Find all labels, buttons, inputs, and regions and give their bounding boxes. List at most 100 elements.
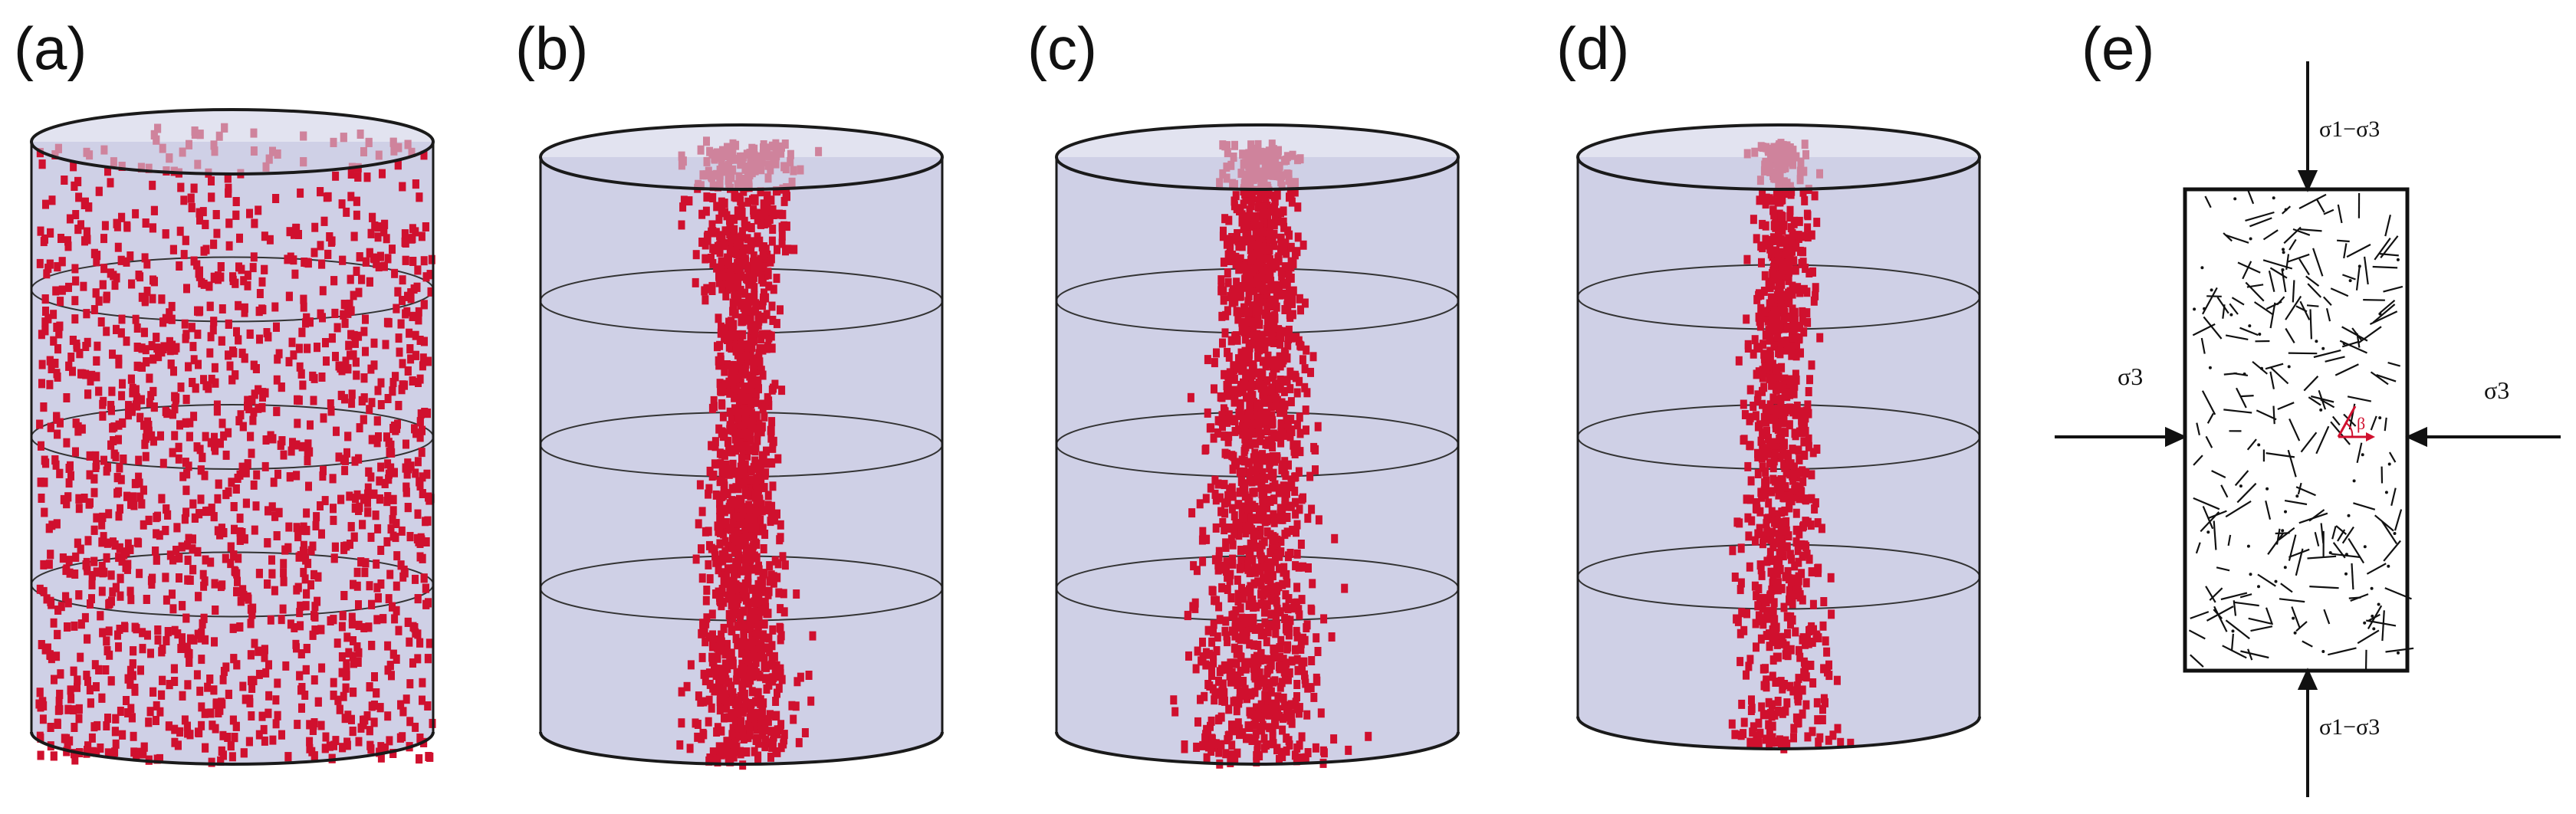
- crack-particle: [246, 208, 253, 218]
- crack-particle: [678, 220, 685, 230]
- crack-particle: [107, 676, 115, 686]
- crack-particle: [88, 571, 96, 581]
- crack-particle: [247, 650, 255, 660]
- crack-particle: [335, 452, 343, 462]
- crack-particle: [70, 162, 77, 172]
- crack-particle: [225, 350, 232, 360]
- crack-particle: [1270, 644, 1277, 654]
- crack-particle: [721, 226, 729, 236]
- crack-particle: [83, 309, 90, 319]
- crack-particle: [728, 711, 735, 720]
- crack-particle: [284, 543, 292, 553]
- crack-particle: [389, 749, 397, 758]
- crack-particle: [255, 569, 263, 579]
- crack-particle: [200, 375, 207, 385]
- crack-particle: [235, 300, 242, 310]
- crack-particle: [759, 253, 767, 263]
- crack-particle: [328, 333, 336, 343]
- crack-particle: [145, 515, 153, 525]
- crack-particle: [1276, 563, 1283, 573]
- crack-particle: [78, 424, 86, 434]
- crack-particle: [1253, 602, 1260, 612]
- crack-particle: [757, 274, 765, 284]
- crack-particle: [738, 648, 745, 658]
- crack-particle: [406, 328, 413, 338]
- crack-particle: [177, 382, 185, 392]
- crack-particle: [47, 723, 54, 732]
- crack-particle: [734, 728, 741, 738]
- crack-particle: [695, 519, 702, 529]
- crack-particle: [760, 455, 767, 464]
- crack-particle: [50, 618, 58, 628]
- crack-particle: [718, 257, 725, 267]
- crack-particle: [1303, 425, 1309, 435]
- crack-particle: [43, 269, 51, 279]
- crack-particle: [1292, 497, 1299, 507]
- crack-particle: [330, 553, 338, 563]
- crack-particle: [1207, 483, 1214, 493]
- crack-particle: [131, 622, 139, 632]
- crack-particle: [709, 747, 717, 757]
- crack-particle: [1298, 732, 1306, 742]
- crack-particle: [162, 313, 169, 323]
- crack-particle: [1303, 710, 1311, 720]
- crack-particle: [355, 600, 362, 610]
- crack-particle: [119, 379, 126, 389]
- crack-particle: [1286, 549, 1294, 558]
- crack-particle: [204, 682, 212, 692]
- crack-particle: [1271, 715, 1278, 725]
- crack-particle: [209, 720, 216, 730]
- crack-particle: [111, 727, 119, 737]
- crack-particle: [744, 263, 751, 273]
- crack-particle: [679, 202, 687, 212]
- crack-particle: [737, 300, 744, 310]
- crack-particle: [1267, 592, 1275, 602]
- crack-particle: [746, 430, 754, 440]
- crack-particle: [1280, 222, 1288, 232]
- crack-particle: [38, 359, 46, 369]
- crack-particle: [306, 447, 314, 457]
- crack-particle: [264, 506, 271, 516]
- crack-particle: [232, 484, 240, 494]
- crack-particle: [273, 406, 281, 416]
- crack-particle: [1296, 753, 1303, 763]
- crack-particle: [413, 282, 421, 292]
- crack-particle: [1253, 463, 1260, 473]
- crack-particle: [775, 671, 783, 681]
- crack-particle: [176, 261, 183, 271]
- crack-particle: [248, 684, 256, 693]
- crack-particle: [718, 271, 726, 281]
- crack-particle: [777, 604, 784, 614]
- crack-particle: [387, 440, 395, 450]
- crack-particle: [1240, 447, 1248, 457]
- crack-particle: [1240, 586, 1247, 596]
- crack-particle: [387, 524, 395, 534]
- crack-particle: [227, 559, 235, 569]
- crack-particle: [232, 721, 240, 731]
- crack-particle: [1257, 238, 1265, 248]
- crack-particle: [376, 747, 383, 757]
- crack-particle: [330, 276, 338, 286]
- crack-particle: [735, 551, 743, 561]
- crack-particle: [143, 259, 151, 269]
- crack-particle: [274, 678, 281, 688]
- crack-particle: [153, 754, 161, 764]
- crack-particle: [721, 277, 729, 287]
- crack-particle: [419, 353, 427, 363]
- crack-particle: [1301, 382, 1309, 392]
- crack-particle: [790, 245, 798, 254]
- crack-particle: [1278, 398, 1286, 408]
- crack-particle: [765, 633, 773, 643]
- crack-particle: [393, 519, 400, 528]
- crack-particle: [99, 280, 107, 290]
- crack-particle: [1291, 187, 1299, 197]
- crack-particle: [423, 469, 431, 479]
- crack-particle: [255, 669, 263, 679]
- crack-particle: [402, 487, 410, 497]
- crack-particle: [154, 625, 162, 635]
- crack-particle: [407, 354, 415, 364]
- crack-particle: [1302, 753, 1309, 763]
- crack-particle: [692, 718, 699, 728]
- crack-particle: [1240, 677, 1247, 686]
- crack-particle: [1224, 491, 1232, 501]
